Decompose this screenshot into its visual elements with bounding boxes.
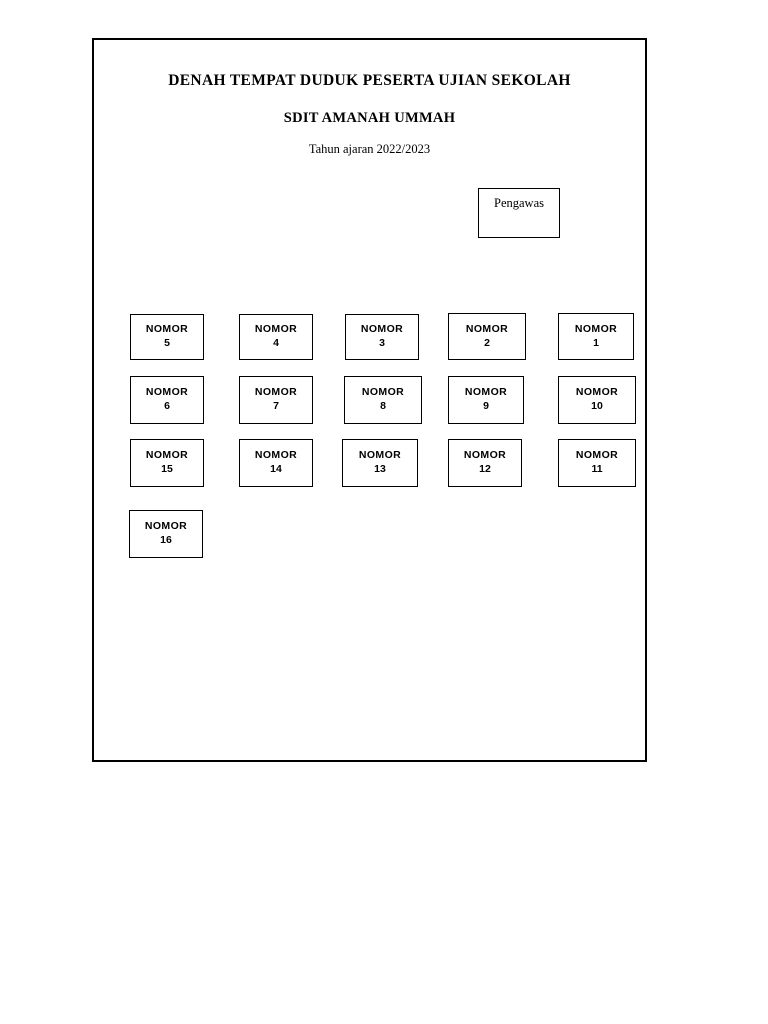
seat-label: NOMOR (145, 323, 189, 336)
seat-label: NOMOR (465, 322, 509, 335)
seat-label: NOMOR (361, 386, 405, 399)
seat-number: 13 (374, 463, 386, 476)
seat-number: 15 (161, 463, 173, 476)
seat-label: NOMOR (360, 323, 404, 336)
supervisor-seat-box: Pengawas (478, 188, 560, 238)
seat-number: 12 (479, 463, 491, 476)
supervisor-label: Pengawas (494, 196, 544, 210)
seat-label: NOMOR (145, 386, 189, 399)
seat-number: 16 (160, 534, 172, 547)
school-name: SDIT AMANAH UMMAH (283, 109, 456, 126)
page-title: DENAH TEMPAT DUDUK PESERTA UJIAN SEKOLAH (168, 72, 571, 89)
seat-label: NOMOR (254, 323, 298, 336)
seat-number: 4 (273, 337, 279, 350)
seat-label: NOMOR (574, 322, 618, 335)
seat-number: 10 (591, 400, 603, 413)
document-header: DENAH TEMPAT DUDUK PESERTA UJIAN SEKOLAH… (94, 40, 645, 157)
seat-label: NOMOR (254, 449, 298, 462)
academic-year: Tahun ajaran 2022/2023 (308, 141, 431, 156)
seat-number: 11 (591, 463, 603, 476)
seat-label: NOMOR (575, 449, 619, 462)
seat-number: 8 (380, 400, 386, 413)
seat-number: 9 (483, 400, 489, 413)
seat-number: 5 (164, 337, 170, 350)
seat-number: 14 (270, 463, 282, 476)
seat-number: 6 (164, 400, 170, 413)
seat-label: NOMOR (145, 449, 189, 462)
seat-label: NOMOR (358, 449, 402, 462)
seat-number: 3 (379, 337, 385, 350)
seat-label: NOMOR (144, 520, 188, 533)
seat-label: NOMOR (463, 449, 507, 462)
seat-number: 1 (593, 336, 599, 349)
seat-label: NOMOR (575, 386, 619, 399)
document-page: DENAH TEMPAT DUDUK PESERTA UJIAN SEKOLAH… (92, 38, 647, 762)
seat-number: 7 (273, 400, 279, 413)
seat-label: NOMOR (254, 386, 298, 399)
seat-number: 2 (484, 336, 490, 349)
seat-label: NOMOR (464, 386, 508, 399)
